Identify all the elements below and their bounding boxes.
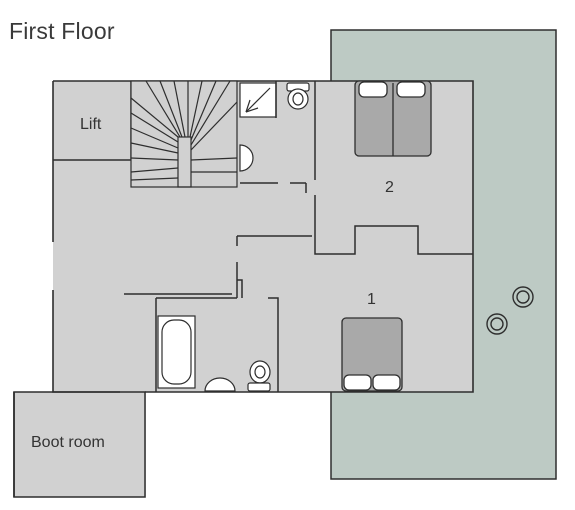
staircase-icon [130, 80, 238, 188]
page-title: First Floor [9, 18, 115, 44]
room-label-bedroom-2: 2 [385, 179, 394, 196]
room-label-lift: Lift [80, 116, 102, 133]
room-label-boot-room: Boot room [31, 434, 105, 451]
outer-walls [13, 80, 474, 498]
terrace-table-icon [486, 286, 534, 335]
interior-walls [124, 81, 473, 392]
room-label-bedroom-1: 1 [367, 291, 376, 308]
bed-icon [341, 317, 403, 392]
bed-icon [354, 80, 432, 157]
bathroom-toilet-icon [247, 360, 271, 392]
bathtub-icon [157, 315, 196, 389]
shower-icon [239, 82, 277, 118]
toilet-icon [286, 82, 310, 110]
sink-icon [239, 144, 254, 172]
bathroom-sink-icon [204, 377, 236, 392]
boot-room-floor [14, 392, 144, 497]
